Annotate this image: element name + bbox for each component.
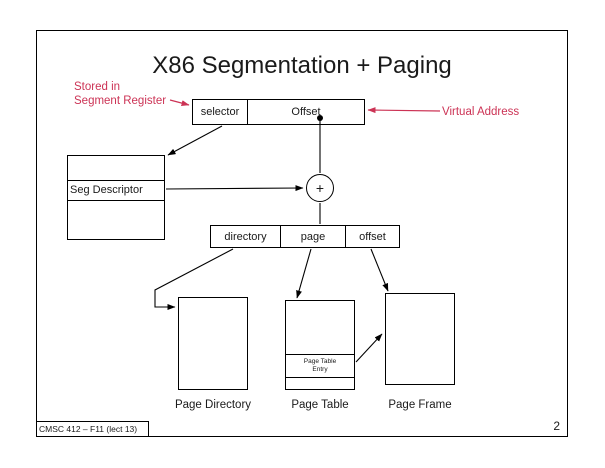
page-directory-caption: Page Directory xyxy=(174,399,252,411)
footer-text: CMSC 412 – F11 (lect 13) xyxy=(36,421,149,437)
page-field: page xyxy=(281,226,346,247)
page-table-caption: Page Table xyxy=(291,399,349,411)
page-table-box: Page Table Entry xyxy=(285,300,355,390)
virtual-address-label: Virtual Address xyxy=(442,106,520,118)
page-directory-box xyxy=(178,297,248,390)
offset-field-linear: offset xyxy=(359,230,386,243)
segment-descriptor-table: Seg Descriptor xyxy=(67,155,165,240)
selector-field: selector xyxy=(193,100,248,124)
page-number: 2 xyxy=(553,419,560,433)
offset-junction-dot xyxy=(317,115,323,121)
page-title: X86 Segmentation + Paging xyxy=(152,52,452,79)
page-frame-caption: Page Frame xyxy=(388,399,452,411)
stored-in-segment-register-note: Stored in Segment Register xyxy=(74,80,166,108)
virtual-address-box: selector Offset xyxy=(192,99,365,125)
pte-line-2: Entry xyxy=(312,366,328,373)
offset-field: Offset xyxy=(291,106,321,118)
slide-border xyxy=(36,30,568,437)
table-row-divider xyxy=(68,200,164,201)
table-row-divider xyxy=(68,180,164,181)
seg-descriptor-label: Seg Descriptor xyxy=(70,184,143,196)
linear-address-box: directory page offset xyxy=(210,225,400,248)
adder-circle: + xyxy=(306,174,334,202)
note-line-1: Stored in xyxy=(74,81,121,93)
note-line-2: Segment Register xyxy=(74,95,167,107)
page-table-entry-cell: Page Table Entry xyxy=(286,354,354,378)
page-frame-box xyxy=(385,293,455,385)
directory-field: directory xyxy=(211,226,281,247)
pte-line-1: Page Table xyxy=(303,358,337,365)
